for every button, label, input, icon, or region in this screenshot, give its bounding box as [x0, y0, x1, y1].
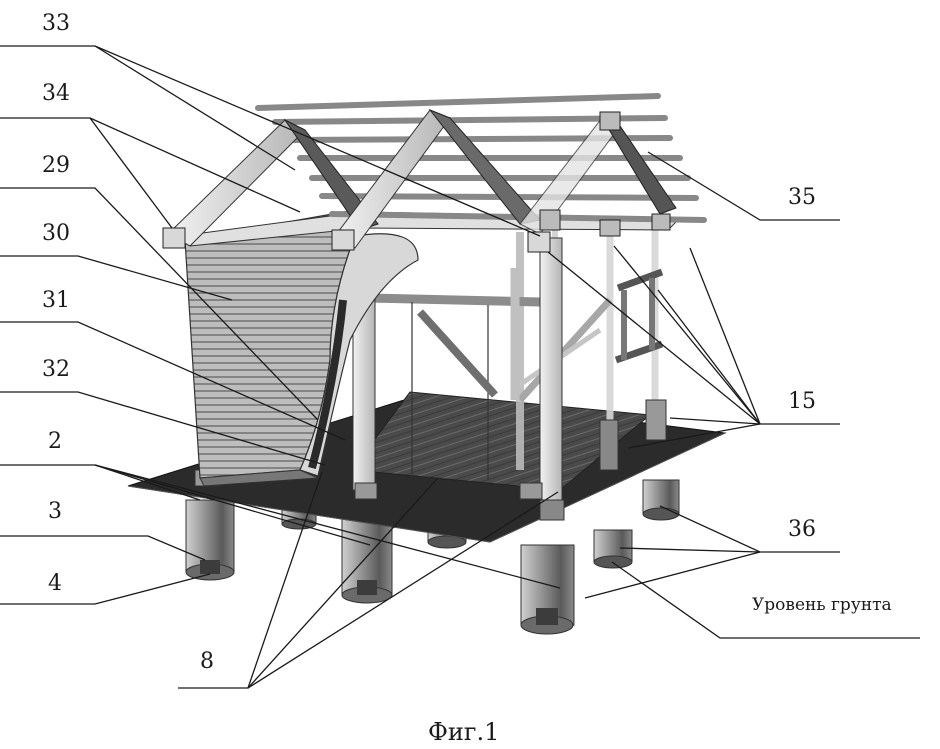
- pile-front-left: [185, 499, 235, 581]
- label-36: 36: [788, 517, 816, 542]
- reference-numerals: 33 34 29 30 31 32 2 3 4 35 15 36 8 Урове…: [42, 11, 892, 746]
- pile-back-2: [593, 529, 633, 569]
- label-35: 35: [788, 185, 816, 210]
- label-29: 29: [42, 153, 70, 178]
- label-4: 4: [48, 571, 62, 596]
- pile-front-right: [520, 544, 575, 635]
- label-33: 33: [42, 11, 70, 36]
- label-34: 34: [42, 81, 70, 106]
- left-wall: [184, 209, 419, 487]
- beam-caps: [162, 111, 671, 253]
- label-30: 30: [42, 221, 70, 246]
- label-2: 2: [48, 429, 62, 454]
- label-32: 32: [42, 357, 70, 382]
- label-8: 8: [200, 649, 214, 674]
- label-15: 15: [788, 389, 816, 414]
- front-frame: [367, 268, 541, 480]
- rear-window-frame: [614, 268, 664, 364]
- pile-front-mid: [341, 517, 393, 604]
- label-31: 31: [42, 288, 70, 313]
- arch-trim: [299, 233, 419, 477]
- label-3: 3: [48, 499, 62, 524]
- pile-back-3: [642, 479, 680, 521]
- figure-caption: Фиг.1: [428, 718, 499, 746]
- ground-level-label: Уровень грунта: [752, 595, 892, 615]
- leader-lines: [0, 45, 920, 689]
